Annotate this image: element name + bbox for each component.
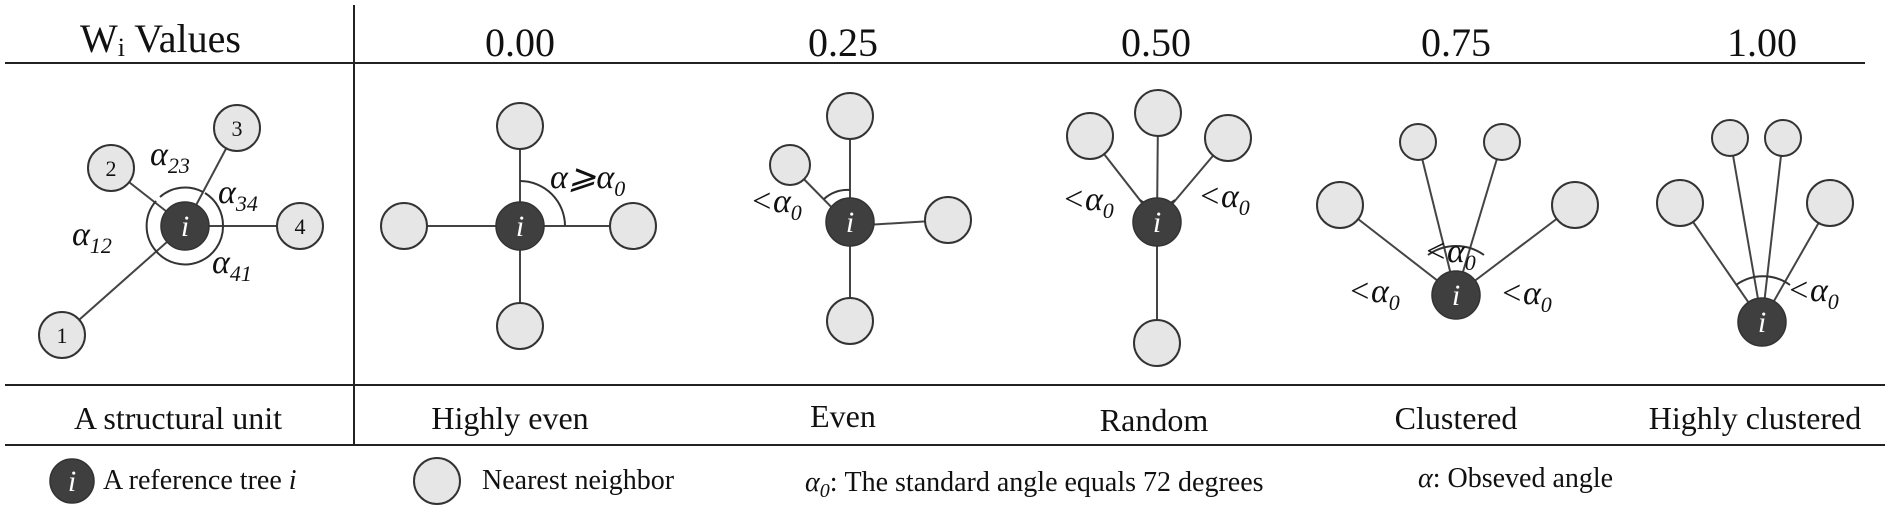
neighbor-number-2: 2 [106, 156, 117, 181]
angle-lt-alpha0-top: <α0 [1424, 233, 1476, 275]
caption-highly-even: Highly even [431, 400, 588, 436]
neighbor-number-1: 1 [57, 323, 68, 348]
svg-text:i: i [516, 210, 524, 243]
angle-a12: α12 [72, 216, 112, 258]
neighbor [609, 202, 657, 250]
arc-a12 [145, 200, 157, 252]
reference-tree [495, 201, 545, 251]
reference-tree [1132, 197, 1182, 247]
row-label: Wi Values [80, 16, 241, 62]
caption-highly-clustered: Highly clustered [1649, 400, 1861, 436]
reference-tree [1737, 297, 1787, 347]
angle-lt-alpha0-left: <α0 [1062, 181, 1114, 223]
angle-a23: α23 [150, 136, 190, 178]
random-diagram: i <α0 <α0 [1062, 89, 1252, 367]
value-2: 0.50 [1121, 20, 1191, 65]
neighbor [1764, 119, 1802, 157]
neighbor-3 [213, 104, 261, 152]
neighbor [826, 297, 874, 345]
even-diagram: i <α0 [750, 92, 972, 345]
legend-neighbor-icon [413, 457, 461, 505]
reference-tree [160, 201, 210, 251]
neighbor-number-3: 3 [232, 116, 243, 141]
caption-clustered: Clustered [1395, 400, 1518, 436]
value-4: 1.00 [1727, 20, 1797, 65]
legend-reference-text: A reference tree i [103, 465, 297, 496]
highly-clustered-diagram: i <α0 [1656, 119, 1854, 347]
neighbor-number-4: 4 [295, 214, 306, 239]
neighbor [496, 102, 544, 150]
neighbor [496, 302, 544, 350]
legend: i A reference tree i Nearest neighbor α0… [49, 457, 1613, 505]
highly-even-diagram: i α⩾α0 [380, 102, 657, 350]
svg-text:i: i [1758, 306, 1766, 339]
reference-tree [1431, 270, 1481, 320]
neighbor [1806, 179, 1854, 227]
neighbor-1 [38, 311, 86, 359]
svg-text:i: i [1153, 206, 1161, 239]
angle-ge-alpha0: α⩾α0 [550, 159, 625, 201]
arc-a41 [155, 225, 225, 266]
arc-a23 [159, 186, 204, 198]
angle-arc [823, 188, 851, 200]
neighbor [1066, 112, 1114, 160]
angle-lt-alpha0: <α0 [1787, 272, 1839, 314]
neighbor [1316, 181, 1364, 229]
neighbor-2 [87, 144, 135, 192]
svg-text:i: i [1452, 279, 1460, 312]
angle-lt-alpha0-left: <α0 [1348, 273, 1400, 315]
neighbor [1483, 123, 1521, 161]
angle-a34: α34 [218, 174, 258, 216]
angle-arc [1427, 245, 1485, 256]
legend-reference-tree-icon [49, 458, 95, 504]
neighbor [769, 144, 811, 186]
structural-unit-diagram: 1 2 3 4 i α12 α23 α34 α41 [38, 104, 324, 359]
arc-a34 [204, 192, 225, 227]
angle-a41: α41 [212, 244, 252, 286]
neighbor [1134, 89, 1182, 137]
legend-alpha0-text: α0: The standard angle equals 72 degrees [805, 467, 1264, 502]
neighbor-4 [276, 202, 324, 250]
svg-text:i: i [846, 206, 854, 239]
angle-lt-alpha0-right: <α0 [1500, 275, 1552, 317]
svg-text:i: i [68, 465, 76, 498]
legend-alpha-text: α: Obseved angle [1418, 463, 1613, 494]
neighbor [1204, 114, 1252, 162]
neighbor [1656, 179, 1704, 227]
angle-lt-alpha0-right: <α0 [1198, 178, 1250, 220]
neighbor [380, 202, 428, 250]
angle-lt-alpha0: <α0 [750, 183, 802, 225]
value-1: 0.25 [808, 20, 878, 65]
value-0: 0.00 [485, 20, 555, 65]
caption-even: Even [810, 398, 876, 434]
reference-tree [825, 197, 875, 247]
neighbor [1711, 119, 1749, 157]
angle-arc [1735, 275, 1791, 286]
neighbor [1399, 123, 1437, 161]
neighbor [924, 196, 972, 244]
angle-arc [519, 180, 566, 227]
neighbor [1551, 181, 1599, 229]
neighbor [826, 92, 874, 140]
caption-random: Random [1100, 402, 1209, 438]
reference-label: i [181, 210, 189, 243]
neighbor [1133, 319, 1181, 367]
clustered-diagram: i <α0 <α0 <α0 [1316, 123, 1599, 320]
caption-structural-unit: A structural unit [74, 400, 282, 436]
edge-1 [61, 225, 186, 336]
value-3: 0.75 [1421, 20, 1491, 65]
legend-neighbor-text: Nearest neighbor [482, 465, 675, 496]
